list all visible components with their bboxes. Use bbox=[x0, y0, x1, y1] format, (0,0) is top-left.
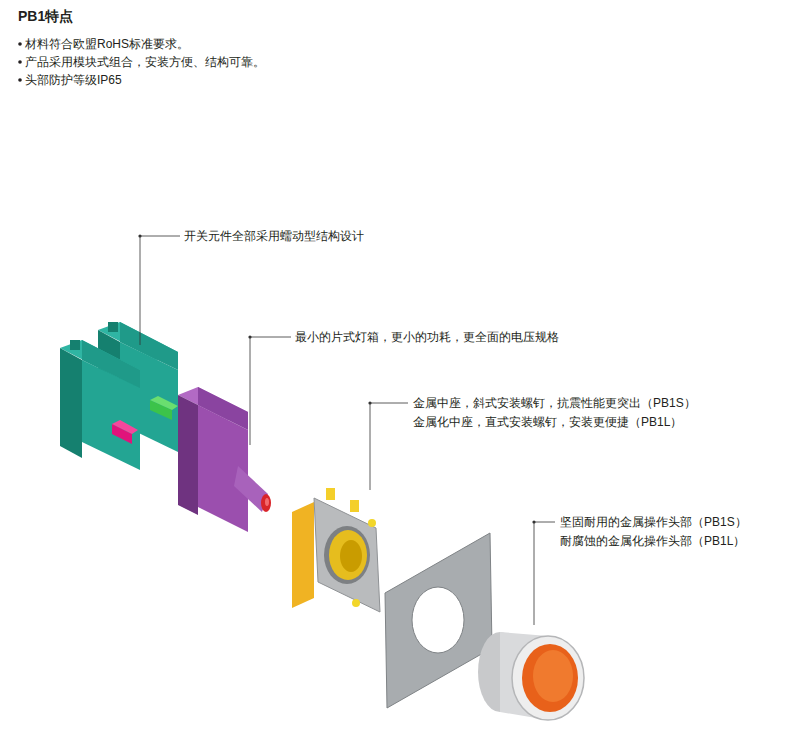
bullet-dots bbox=[18, 42, 22, 82]
page-title: PB1特点 bbox=[18, 7, 73, 25]
callout-text: 金属化中座，直式安装螺钉，安装更便捷（PB1L） bbox=[413, 414, 682, 430]
feature-bullet: 产品采用模块式组合，安装方便、结构可靠。 bbox=[25, 54, 265, 70]
callout-text: 开关元件全部采用蠕动型结构设计 bbox=[184, 228, 364, 244]
button-head bbox=[478, 632, 584, 720]
feature-bullet: 材料符合欧盟RoHS标准要求。 bbox=[25, 36, 189, 52]
callout-text: 坚固耐用的金属操作头部（PB1S） bbox=[560, 514, 747, 530]
callout-text: 金属中座，斜式安装螺钉，抗震性能更突出（PB1S） bbox=[413, 395, 696, 411]
feature-bullet: 头部防护等级IP65 bbox=[25, 72, 122, 88]
leader-dots bbox=[138, 234, 535, 523]
mounting-base bbox=[292, 488, 380, 612]
callout-text: 耐腐蚀的金属化操作头部（PB1L） bbox=[560, 533, 745, 549]
leader-lines bbox=[140, 236, 555, 625]
lamp-block bbox=[178, 387, 271, 532]
contact-block bbox=[60, 340, 140, 470]
callout-text: 最小的片式灯箱，更小的功耗，更全面的电压规格 bbox=[295, 329, 559, 345]
panel-plate bbox=[385, 533, 492, 708]
